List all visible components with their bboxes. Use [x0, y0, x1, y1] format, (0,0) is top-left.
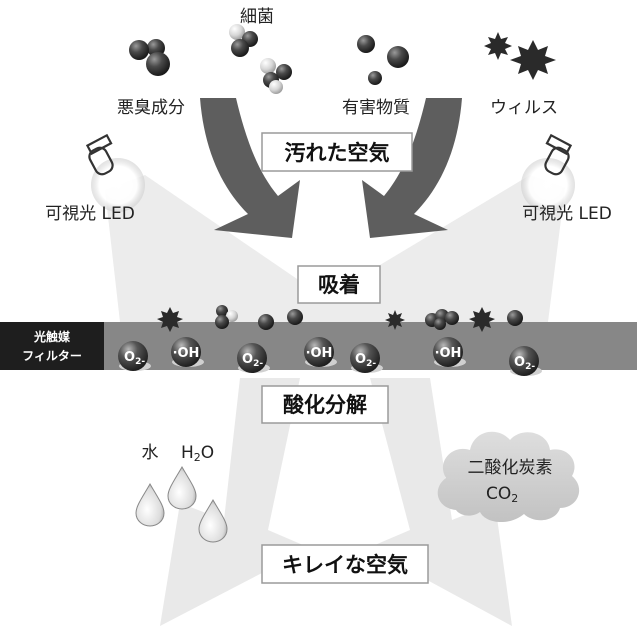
ion-main: O: [124, 350, 135, 365]
ion-oh-2: ·OH: [304, 337, 337, 367]
ion-o2-1: O2-: [118, 341, 151, 371]
ion-sub: 2-: [253, 359, 263, 369]
led-light-icon-right: [521, 133, 575, 212]
ion-label: ·OH: [306, 346, 333, 361]
h2o-sub: 2: [194, 451, 201, 464]
bacteria-icon: [229, 24, 292, 94]
ion-o2-4: O2-: [509, 346, 542, 376]
clean-air-title: キレイな空気: [282, 553, 408, 577]
ion-label: ·OH: [435, 346, 462, 361]
harmful-substance-icon: [357, 35, 409, 85]
filter-label-line2: フィルター: [22, 349, 82, 363]
ion-sub: 2-: [135, 357, 145, 367]
decomposition-box: 酸化分解: [261, 385, 389, 424]
virus-label: ウィルス: [490, 98, 558, 118]
dirty-air-title: 汚れた空気: [285, 141, 390, 165]
led-light-beam-left: [105, 175, 360, 322]
ion-sub: 2-: [525, 362, 535, 372]
adsorption-title: 吸着: [318, 273, 360, 297]
ion-label: ·OH: [173, 346, 200, 361]
svg-text:O2-: O2-: [514, 355, 535, 372]
led-label-left: 可視光 LED: [45, 204, 135, 224]
ion-main: O: [355, 352, 366, 367]
svg-text:O2-: O2-: [355, 352, 376, 369]
dirty-air-arrow-left: [200, 98, 300, 238]
h2o-formula: H2O: [181, 443, 214, 464]
ion-oh-3: ·OH: [433, 337, 466, 367]
co2-sub: 2: [511, 492, 518, 505]
odor-label: 悪臭成分: [117, 98, 185, 118]
ion-o2-2: O2-: [237, 343, 270, 373]
adsorption-box: 吸着: [297, 265, 381, 304]
virus-icon: [484, 32, 556, 80]
svg-text:O2-: O2-: [124, 350, 145, 367]
water-drop-icon: [135, 465, 228, 543]
bacteria-label: 細菌: [240, 7, 274, 27]
co2-main: CO: [486, 484, 511, 504]
odor-molecule-icon: [129, 39, 170, 76]
ion-main: O: [242, 352, 253, 367]
led-light-icon-left: [85, 133, 145, 212]
ion-o2-3: O2-: [350, 343, 383, 373]
clean-air-box: キレイな空気: [261, 544, 429, 584]
harmful-substance-label: 有害物質: [342, 98, 410, 118]
svg-text:O2-: O2-: [242, 352, 263, 369]
dirty-air-box: 汚れた空気: [261, 132, 413, 172]
h2o-h: H: [181, 443, 194, 463]
ion-main: O: [514, 355, 525, 370]
filter-label-line1: 光触媒: [33, 329, 71, 344]
co2-cloud: [437, 431, 580, 523]
led-label-right: 可視光 LED: [522, 204, 612, 224]
photocatalyst-filter-label-box: [0, 322, 104, 370]
co2-name-label: 二酸化炭素: [468, 458, 553, 478]
decomposition-title: 酸化分解: [283, 393, 367, 417]
co2-formula: CO2: [486, 484, 518, 505]
ion-oh-1: ·OH: [171, 337, 204, 367]
water-label: 水: [142, 443, 159, 463]
adsorbed-pollutants: [157, 305, 523, 332]
ion-sub: 2-: [366, 359, 376, 369]
h2o-o: O: [201, 443, 214, 463]
